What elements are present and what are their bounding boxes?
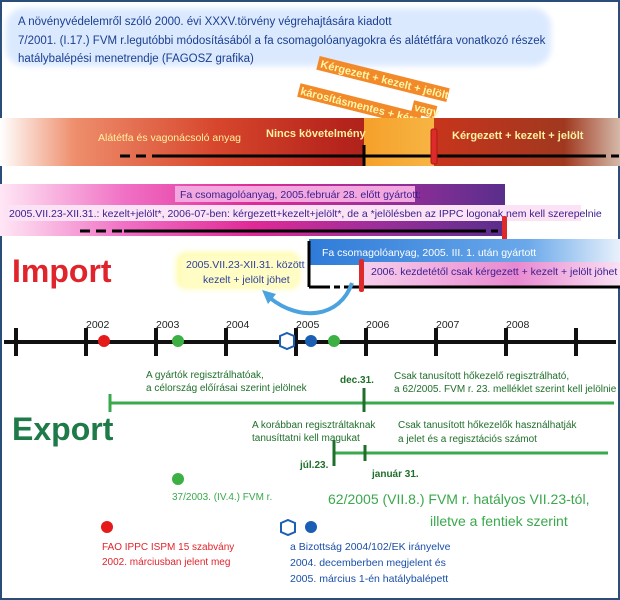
- row1-right-segment: [434, 118, 620, 166]
- export-note-3-line-2: tanusíttatni kell magukat: [252, 433, 360, 444]
- export-note-2-line-1: Csak tanusított hőkezelő regisztrálható,: [394, 371, 569, 382]
- row1-mid-label: Nincs követelmény: [266, 128, 367, 140]
- legend-blue-line-2: 2004. decemberben megjelent és: [290, 557, 446, 569]
- rotated-label-bg-1: [316, 55, 450, 103]
- row1-left-label: Alátétfa és vagonácsoló anyag: [98, 132, 241, 144]
- export-date-2: júl.23.: [299, 460, 329, 471]
- legend-blue-line-3: 2005. március 1-én hatálybalépett: [290, 573, 448, 585]
- export-date-3: január 31.: [371, 469, 419, 480]
- legend-red-dot: [101, 521, 113, 533]
- export-note-4-line-1: Csak tanusított hőkezelők használhatják: [398, 420, 577, 431]
- export-date-1: dec.31.: [340, 375, 374, 386]
- header-line-2: 7/2001. (I.17.) FVM r.legutóbbi módosítá…: [18, 35, 546, 47]
- import-title: Import: [12, 253, 112, 289]
- header-line-3: hatálybalépési menetrendje (FAGOSZ grafi…: [18, 53, 254, 65]
- export-note-1-line-1: A gyártók regisztrálhatóak,: [146, 370, 264, 381]
- row2-header-bg: [175, 186, 415, 202]
- header-line-1: A növényvédelemről szóló 2000. évi XXXV.…: [18, 16, 392, 28]
- ippc-event-dot: [98, 335, 110, 347]
- directive-published-marker: [279, 331, 295, 351]
- fvm-2003-event-dot: [172, 335, 184, 347]
- year-label: 2008: [506, 319, 530, 331]
- timeline-ticks: [14, 328, 578, 356]
- rotated-label-bg-3: [297, 83, 422, 128]
- row2-header: Fa csomagolóanyag, 2005.február 28. előt…: [180, 189, 421, 201]
- row1-right-label: Kérgezett + kezelt + jelölt: [452, 130, 584, 142]
- year-label: 2006: [366, 319, 390, 331]
- callout-line-1: 2005.VII.23-XII.31. között: [186, 259, 305, 271]
- legend-blue-dot: [305, 521, 317, 533]
- row3-body: 2006. kezdetétől csak kérgezett + kezelt…: [371, 266, 617, 278]
- row3-body-band: [360, 262, 620, 286]
- export-note-1-line-2: a célország előírásai szerint jelölnek: [146, 383, 308, 394]
- row2-red-marker: [502, 216, 507, 241]
- year-labels: 2002 2003 2004 2005 2006 2007 2008: [86, 319, 530, 331]
- callout-box: [181, 256, 297, 286]
- directive-effective-dot: [305, 335, 317, 347]
- year-label: 2007: [436, 319, 460, 331]
- row3-header: Fa csomagolóanyag, 2005. III. 1. után gy…: [322, 247, 536, 259]
- row2-body: 2005.VII.23-XII.31.: kezelt+jelölt*, 200…: [9, 208, 602, 220]
- curved-arrow: [268, 282, 354, 316]
- row2-body-bg: [6, 205, 581, 221]
- legend-blue-hexagon: [280, 518, 296, 537]
- legend-green-dot: [172, 473, 184, 485]
- legend-fvm-2005-line-1: 62/2005 (VII.8.) FVM r. hatályos VII.23-…: [328, 491, 589, 507]
- legend-blue-line-1: a Bizottság 2004/102/EK irányelve: [290, 541, 451, 553]
- row1-orange-segment: [364, 118, 434, 166]
- export-note-2-line-2: a 62/2005. FVM r. 23. melléklet szerint …: [394, 384, 617, 395]
- year-label: 2005: [296, 319, 320, 331]
- fvm-2005-event-dot: [328, 335, 340, 347]
- row1-red-marker: [430, 128, 438, 165]
- legend-green-text: 37/2003. (IV.4.) FVM r.: [172, 492, 272, 503]
- export-title: Export: [12, 411, 114, 447]
- export-note-3-line-1: A korábban regisztráltaknak: [252, 420, 376, 431]
- callout-line-2: kezelt + jelölt jöhet: [203, 274, 290, 286]
- header-glow: [6, 8, 551, 66]
- legend-red-line-2: 2002. márciusban jelent meg: [102, 557, 230, 568]
- curved-arrow-head: [262, 290, 276, 304]
- year-label: 2002: [86, 319, 110, 331]
- legend-fvm-2005-line-2: illetve a fentiek szerint: [430, 513, 568, 529]
- row3-red-marker: [359, 259, 364, 292]
- year-label: 2004: [226, 319, 250, 331]
- export-note-4-line-2: a jelet és a regisztációs számot: [398, 434, 537, 445]
- year-label: 2003: [156, 319, 180, 331]
- legend-red-line-1: FAO IPPC ISPM 15 szabvány: [102, 542, 234, 553]
